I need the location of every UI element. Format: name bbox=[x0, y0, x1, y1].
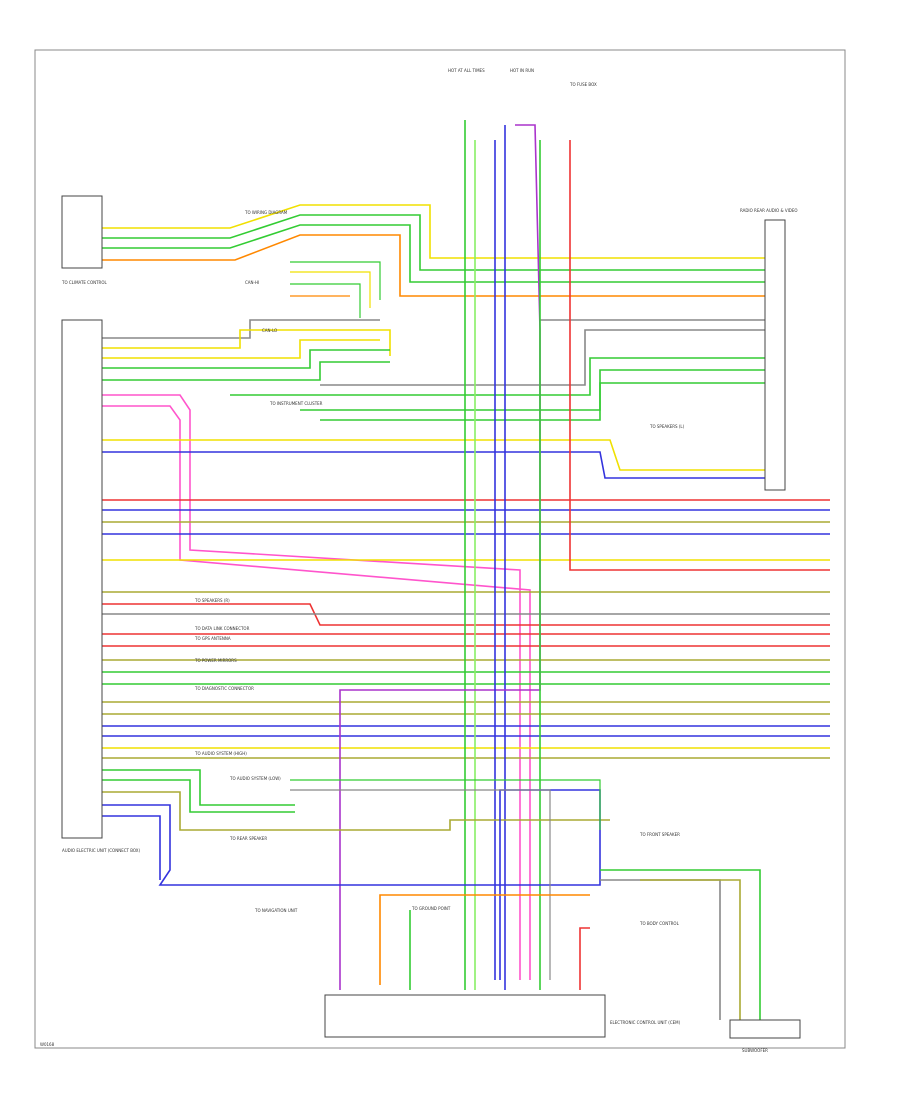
note-15: TO NAVIGATION UNIT bbox=[254, 908, 298, 913]
wire-3 bbox=[102, 234, 785, 297]
wire-49 bbox=[102, 779, 295, 813]
wire-12 bbox=[102, 361, 390, 381]
note-9: TO DIAGNOSTIC CONNECTOR bbox=[194, 686, 254, 691]
wires bbox=[102, 120, 830, 1020]
note-14: TO BODY CONTROL bbox=[639, 921, 680, 926]
note-16: TO GROUND POINT bbox=[411, 906, 451, 911]
wire-4 bbox=[290, 261, 381, 300]
wire-5 bbox=[290, 271, 371, 308]
top-fuse1-label: HOT AT ALL TIMES bbox=[448, 68, 485, 73]
note-4: TO SPEAKERS (L) bbox=[649, 424, 685, 429]
diagram-frame bbox=[34, 49, 846, 1049]
wire-51 bbox=[102, 789, 601, 980]
note-0: TO WIRING DIAGRAM bbox=[244, 210, 288, 215]
left-module-component bbox=[61, 319, 103, 839]
note-6: TO DATA LINK CONNECTOR bbox=[194, 626, 250, 631]
note-1: CAN-HI bbox=[245, 280, 259, 285]
wire-9 bbox=[102, 329, 391, 356]
wire-11 bbox=[102, 349, 390, 369]
wire-50 bbox=[102, 791, 610, 831]
wire-1 bbox=[102, 214, 785, 271]
wire-0 bbox=[102, 204, 785, 259]
left-small-component bbox=[61, 195, 103, 269]
wire-14 bbox=[300, 369, 785, 411]
wire-10 bbox=[102, 339, 380, 359]
wire-2 bbox=[102, 224, 785, 283]
wire-48 bbox=[102, 769, 295, 806]
wire-19 bbox=[102, 405, 531, 980]
note-8: TO POWER MIRRORS bbox=[194, 658, 237, 663]
wire-53 bbox=[290, 779, 601, 830]
wire-60 bbox=[640, 879, 741, 1020]
note-11: TO AUDIO SYSTEM (LOW) bbox=[229, 776, 281, 781]
note-2: CAN-LO bbox=[262, 328, 277, 333]
wire-20 bbox=[102, 439, 785, 471]
annotations: TO WIRING DIAGRAM CAN-HI CAN-LO TO INSTR… bbox=[194, 210, 685, 926]
footer-code: W0168 bbox=[40, 1042, 55, 1047]
note-5: TO SPEAKERS (R) bbox=[194, 598, 230, 603]
wire-55 bbox=[579, 927, 590, 990]
left-module-label: AUDIO ELECTRIC UNIT (CONNECT BOX) bbox=[62, 848, 141, 853]
wire-13 bbox=[230, 357, 785, 396]
wire-54 bbox=[290, 789, 551, 980]
wire-15 bbox=[320, 382, 785, 421]
wire-45 bbox=[339, 124, 541, 990]
right-top-component bbox=[764, 219, 786, 491]
wire-6 bbox=[290, 283, 361, 318]
top-fuse2-label: HOT IN RUN bbox=[510, 68, 534, 73]
wire-18 bbox=[102, 394, 521, 980]
wire-16 bbox=[320, 329, 785, 386]
bottom-right-component bbox=[729, 1019, 801, 1039]
wire-59 bbox=[600, 869, 761, 1020]
top-fuse3-label: TO FUSE BOX bbox=[569, 82, 597, 87]
wire-58 bbox=[600, 879, 721, 1020]
bottom-right-label: SUBWOOFER bbox=[742, 1048, 768, 1053]
wire-27 bbox=[569, 140, 830, 571]
right-top-label: RADIO REAR AUDIO & VIDEO bbox=[740, 208, 798, 213]
note-12: TO REAR SPEAKER bbox=[229, 836, 267, 841]
wire-8 bbox=[102, 319, 380, 339]
note-3: TO INSTRUMENT CLUSTER bbox=[269, 401, 323, 406]
bottom-module-component bbox=[324, 994, 606, 1038]
wire-52 bbox=[102, 815, 161, 880]
wire-56 bbox=[379, 894, 590, 985]
wire-21 bbox=[102, 451, 785, 479]
left-small-label: TO CLIMATE CONTROL bbox=[61, 280, 107, 285]
note-7: TO GPS ANTENNA bbox=[194, 636, 231, 641]
bottom-module-label: ELECTRONIC CONTROL UNIT (CEM) bbox=[610, 1020, 681, 1025]
note-13: TO FRONT SPEAKER bbox=[639, 832, 680, 837]
note-10: TO AUDIO SYSTEM (HIGH) bbox=[194, 751, 247, 756]
